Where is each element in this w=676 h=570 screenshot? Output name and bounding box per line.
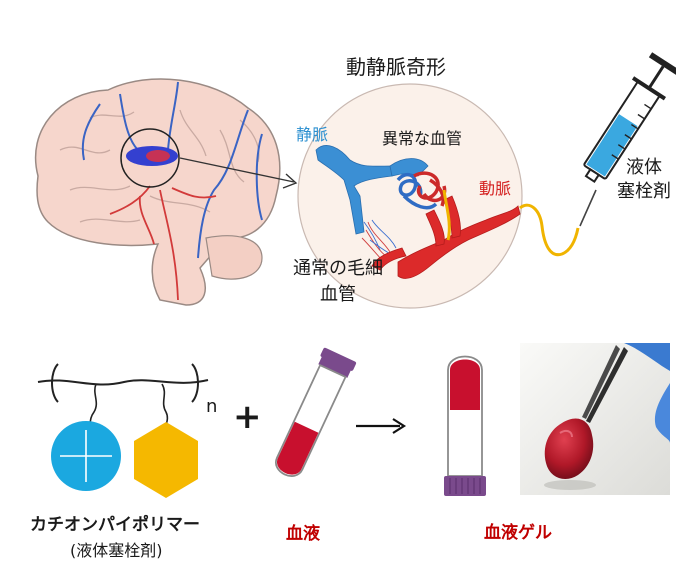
- zoom-arrow: [179, 157, 298, 189]
- artery-label: 動脈: [479, 179, 512, 198]
- polymer-structure: [37, 363, 209, 498]
- liquid-embolic-label: 液体 塞栓剤: [614, 156, 674, 204]
- polymer-subtitle: (液体塞栓剤): [70, 541, 163, 560]
- normal-capillary-line1: 通常の毛細: [293, 258, 383, 279]
- blood-tube: [275, 347, 357, 477]
- liquid-embolic-line2: 塞栓剤: [617, 181, 671, 202]
- normal-capillary-line2: 血管: [320, 284, 356, 305]
- normal-capillary-label: 通常の毛細 血管: [268, 256, 408, 308]
- gel-tube: [444, 355, 486, 496]
- vein-label: 静脈: [296, 125, 329, 144]
- repeat-unit-subscript: n: [206, 396, 218, 417]
- nidus: [396, 171, 447, 210]
- plus-sign: +: [233, 397, 262, 437]
- syringe-illustration: [519, 52, 676, 257]
- blood-gel-photo: [520, 343, 670, 495]
- polymer-name: カチオンパイポリマー: [30, 515, 200, 535]
- blood-label: 血液: [286, 524, 320, 544]
- abnormal-vessel-label: 異常な血管: [382, 129, 463, 148]
- brain-illustration: [34, 78, 281, 306]
- reaction-arrow: [356, 418, 407, 434]
- avm-title: 動静脈奇形: [346, 55, 446, 79]
- blood-gel-label: 血液ゲル: [484, 523, 552, 543]
- pi-hexagon: [134, 422, 198, 498]
- avm-magnified-view: [297, 83, 523, 309]
- liquid-embolic-line1: 液体: [626, 157, 662, 178]
